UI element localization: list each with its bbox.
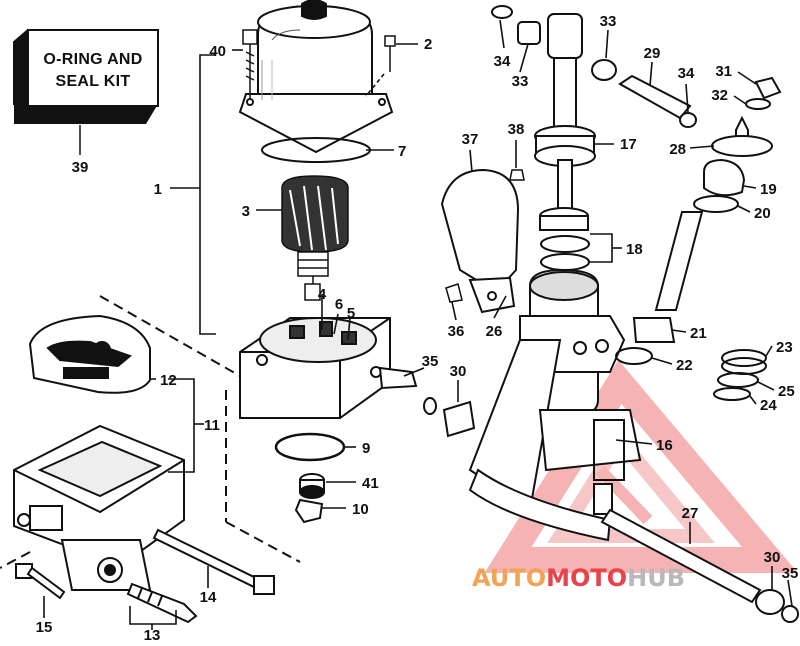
callout-24: 24 — [760, 397, 777, 414]
callout-labels: 1 2 3 4 5 6 7 9 10 11 12 13 14 15 16 17 … — [36, 13, 799, 644]
callout-25: 25 — [778, 383, 795, 400]
callout-17: 17 — [620, 136, 637, 153]
callout-23: 23 — [776, 339, 793, 356]
callout-6: 6 — [335, 296, 343, 313]
screw-40 — [242, 29, 258, 98]
callout-41: 41 — [362, 475, 379, 492]
callout-26: 26 — [486, 323, 503, 340]
pipe-27 — [600, 508, 762, 604]
callout-4: 4 — [318, 286, 327, 303]
rings-23-24-25 — [713, 349, 767, 401]
callout-12: 12 — [160, 372, 177, 389]
valve-assembly-right — [615, 115, 773, 365]
callout-35-right: 35 — [782, 565, 799, 582]
callout-27: 27 — [682, 505, 699, 522]
pin-29 — [618, 74, 692, 120]
screw-36 — [445, 283, 463, 303]
valve-13 — [126, 582, 198, 624]
leader-lines — [43, 19, 793, 630]
part-41 — [299, 473, 325, 499]
callout-31: 31 — [715, 63, 732, 80]
callout-3: 3 — [242, 203, 250, 220]
callout-1: 1 — [154, 181, 162, 198]
end-cap-assembly — [239, 317, 391, 419]
callout-10: 10 — [352, 501, 369, 518]
callout-7: 7 — [398, 143, 406, 160]
watermark-text: AUTOMOTOHUB — [472, 564, 685, 592]
callout-18: 18 — [626, 241, 643, 258]
bushing-30-left — [423, 397, 476, 438]
rod-14 — [152, 528, 275, 595]
callout-5: 5 — [347, 305, 355, 322]
watermark-moto: MOTO — [546, 564, 627, 592]
callout-29: 29 — [644, 45, 661, 62]
bolt-15 — [15, 563, 66, 600]
kit-label-line2: SEAL KIT — [55, 73, 130, 90]
callout-37: 37 — [462, 131, 479, 148]
shock-rod-assembly — [534, 13, 596, 271]
callout-9: 9 — [362, 440, 370, 457]
seal-33-34-top — [491, 5, 617, 81]
callout-38: 38 — [508, 121, 525, 138]
callout-34-left: 34 — [494, 53, 511, 70]
cover-12 — [28, 314, 151, 394]
callout-16: 16 — [656, 437, 673, 454]
callout-30-left: 30 — [450, 363, 467, 380]
watermark-auto: AUTO — [472, 564, 546, 592]
cylinder-body — [468, 268, 642, 542]
ring-34-right — [679, 112, 697, 128]
plug-38 — [509, 169, 525, 181]
pump-base-11 — [13, 424, 185, 591]
callout-33-top: 33 — [600, 13, 617, 30]
o-ring-9 — [274, 432, 346, 462]
callout-21: 21 — [690, 325, 707, 342]
callout-2: 2 — [424, 36, 432, 53]
callout-30-right: 30 — [764, 549, 781, 566]
callout-20: 20 — [754, 205, 771, 222]
cable-35 — [378, 366, 418, 390]
seal-kit-box: O-RING AND SEAL KIT — [13, 29, 159, 155]
callout-15: 15 — [36, 619, 53, 636]
watermark-hub: HUB — [627, 564, 685, 592]
callout-34-right: 34 — [678, 65, 695, 82]
callout-14: 14 — [200, 589, 217, 606]
screw-2 — [384, 35, 396, 72]
callout-32: 32 — [711, 87, 728, 104]
part-10 — [294, 498, 324, 524]
callout-36: 36 — [448, 323, 465, 340]
motor-housing — [238, 0, 394, 154]
kit-label-line1: O-RING AND — [43, 51, 142, 68]
callout-22: 22 — [676, 357, 693, 374]
callout-40: 40 — [209, 43, 226, 60]
explode-lines — [0, 295, 301, 569]
callout-13: 13 — [144, 627, 161, 641]
coupler-4 — [304, 283, 321, 301]
callout-11: 11 — [204, 417, 220, 434]
cap-31-32 — [745, 76, 782, 110]
armature-3 — [281, 175, 349, 290]
callout-19: 19 — [760, 181, 777, 198]
reservoir-37 — [440, 168, 520, 314]
callout-33-left: 33 — [512, 73, 529, 90]
bushing-30-right — [755, 589, 799, 623]
callout-28: 28 — [669, 141, 686, 158]
callout-35-left: 35 — [422, 353, 439, 370]
callout-39: 39 — [72, 159, 89, 176]
